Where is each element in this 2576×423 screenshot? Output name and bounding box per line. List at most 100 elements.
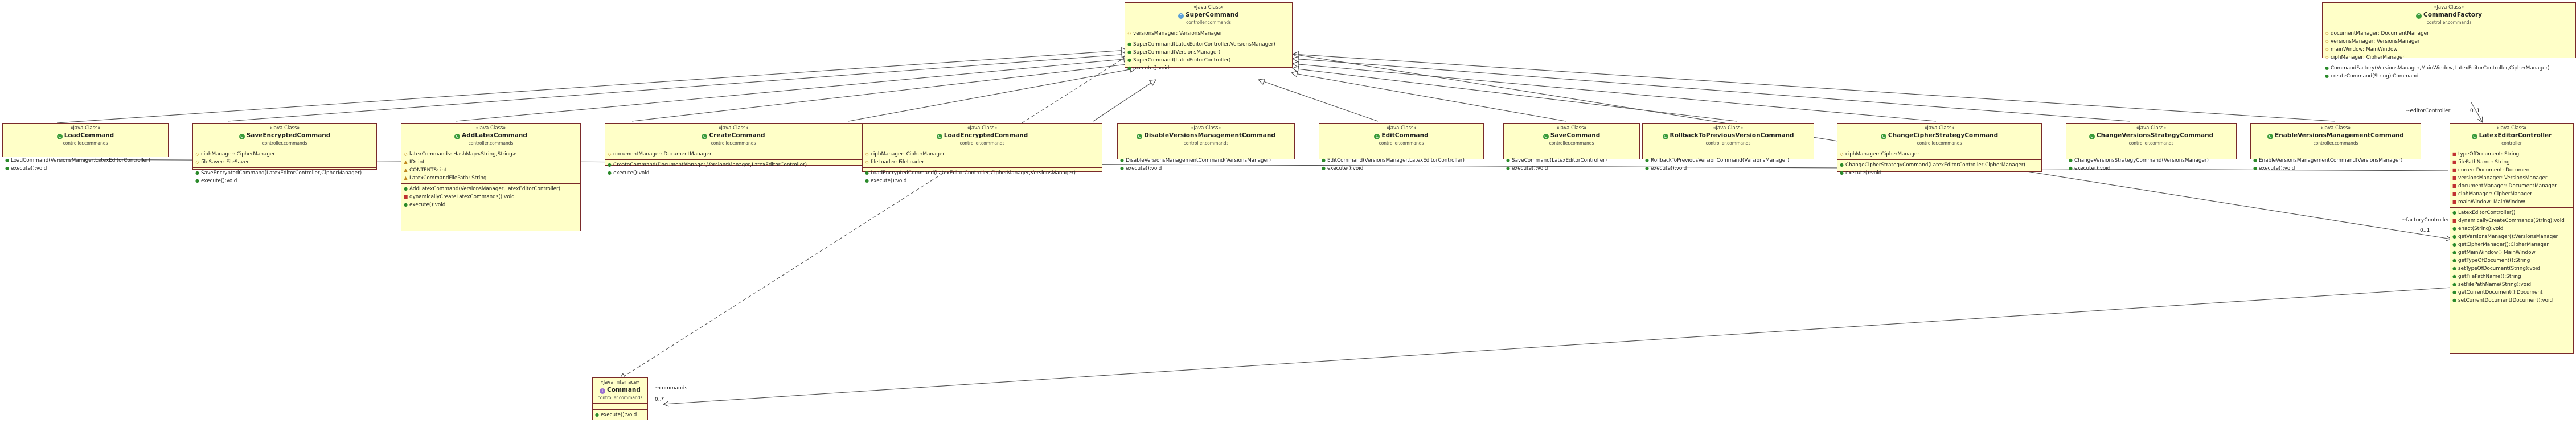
operation-row: ●SaveEncryptedCommand(LatexEditorControl… <box>195 169 375 177</box>
operation-row: ●execute():void <box>195 177 375 185</box>
class-name: SaveEncryptedCommand <box>246 132 331 139</box>
package-name: controller.commands <box>2128 141 2174 146</box>
class-icon: C <box>702 134 708 139</box>
member-text: ciphManager: CipherManager <box>2331 55 2405 60</box>
member-text: filePathName: String <box>2458 159 2510 165</box>
attribute-row: ◇ciphManager: CipherManager <box>2324 54 2574 61</box>
public-visibility-icon: ● <box>1645 158 1649 163</box>
stereotype: «Java Class» <box>475 125 506 131</box>
operation-row: ●setCurrentDocument(Document):void <box>2452 297 2571 305</box>
stereotype: «Java Class» <box>2496 125 2527 131</box>
public-visibility-icon: ● <box>2452 274 2456 279</box>
gen-saveenc <box>227 54 1127 122</box>
operation-row: ■dynamicallyCreateCommands(String):void <box>2452 217 2571 225</box>
member-text: getFilePathName():String <box>2458 274 2521 280</box>
attribute-row: ■typeOfDocument: String <box>2452 150 2571 158</box>
stereotype: «Java Class» <box>1713 125 1744 131</box>
operation-row: ●getCipherManager():CipherManager <box>2452 241 2571 249</box>
class-name: ChangeCipherStrategyCommand <box>1888 132 1999 139</box>
member-text: ChangeVersionsStrategyCommand(VersionsMa… <box>2074 158 2209 163</box>
attribute-row: ■filePathName: String <box>2452 158 2571 166</box>
operation-row: ●execute():void <box>1644 165 1812 173</box>
member-text: execute():void <box>1651 166 1687 171</box>
member-text: execute():void <box>2074 166 2111 171</box>
operation-row: ●getMainWindow():MainWindow <box>2452 249 2571 257</box>
public-visibility-icon: ● <box>1127 50 1131 55</box>
operation-row: ●execute():void <box>1127 64 1290 72</box>
public-visibility-icon: ● <box>1506 166 1510 171</box>
class-icon: C <box>454 134 461 139</box>
attribute-row: ■mainWindow: MainWindow <box>2452 198 2571 206</box>
attribute-row: ◇versionsManager: VersionsManager <box>1127 30 1290 38</box>
private-visibility-icon: ■ <box>2452 199 2457 204</box>
package-visibility-icon: ◇ <box>404 151 408 157</box>
attribute-row: ◇ciphManager: CipherManager <box>864 150 1100 158</box>
stereotype: «Java Class» <box>2434 5 2464 10</box>
operation-row: ●AddLatexCommand(VersionsManager,LatexEd… <box>403 185 579 193</box>
class-name: Command <box>607 387 641 393</box>
gen-save <box>1291 73 1566 122</box>
class-name: LoadEncryptedCommand <box>944 132 1028 139</box>
member-text: execute():void <box>613 170 650 176</box>
gen-addlatex <box>455 59 1130 122</box>
attribute-row: ◇fileSaver: FileSaver <box>195 158 375 166</box>
package-visibility-icon: ◇ <box>2325 55 2329 60</box>
public-visibility-icon: ● <box>1840 170 1844 175</box>
operation-row: ●SuperCommand(LatexEditorController,Vers… <box>1127 40 1290 48</box>
member-text: execute():void <box>1133 65 1170 71</box>
public-visibility-icon: ● <box>2452 242 2456 247</box>
member-text: ciphManager: CipherManager <box>2458 191 2532 197</box>
private-visibility-icon: ■ <box>2452 218 2457 223</box>
gen-enable <box>1293 54 2335 122</box>
attribute-row: ◇documentManager: DocumentManager <box>607 150 860 158</box>
member-text: getTypeOfDocument():String <box>2458 258 2530 264</box>
attribute-row: ■currentDocument: Document <box>2452 166 2571 174</box>
public-visibility-icon: ● <box>2452 282 2456 287</box>
attribute-row: ▲CONTENTS: int <box>403 166 579 174</box>
package-visibility-icon: ◇ <box>2325 31 2329 36</box>
member-text: versionsManager: VersionsManager <box>2458 175 2548 181</box>
class-icon: C <box>1137 134 1143 139</box>
package-name: controller.commands <box>1186 20 1231 25</box>
gen-chversions <box>1293 59 2130 122</box>
attributes-compartment <box>1643 149 1814 155</box>
member-text: execute():void <box>1512 166 1548 171</box>
class-icon: C <box>2471 134 2477 139</box>
member-text: ID: int <box>409 159 425 165</box>
operations-compartment: ●LoadCommand(VersionsManager,LatexEditor… <box>3 155 168 174</box>
package-visibility-icon: ◇ <box>2325 47 2329 52</box>
operation-row: ●getFilePathName():String <box>2452 273 2571 281</box>
public-visibility-icon: ● <box>195 170 199 175</box>
public-visibility-icon: ● <box>595 412 599 417</box>
member-text: ciphManager: CipherManager <box>1845 151 1919 157</box>
member-text: SaveCommand(LatexEditorController) <box>1512 158 1607 163</box>
member-text: documentManager: DocumentManager <box>2458 183 2557 189</box>
public-visibility-icon: ● <box>5 158 9 163</box>
member-text: setFilePathName(String):void <box>2458 282 2532 288</box>
stereotype: «Java Class» <box>2320 125 2351 131</box>
class-icon: C <box>1543 134 1549 139</box>
member-text: setTypeOfDocument(String):void <box>2458 266 2540 272</box>
operations-compartment: ●CreateCommand(DocumentManager,VersionsM… <box>605 160 862 178</box>
